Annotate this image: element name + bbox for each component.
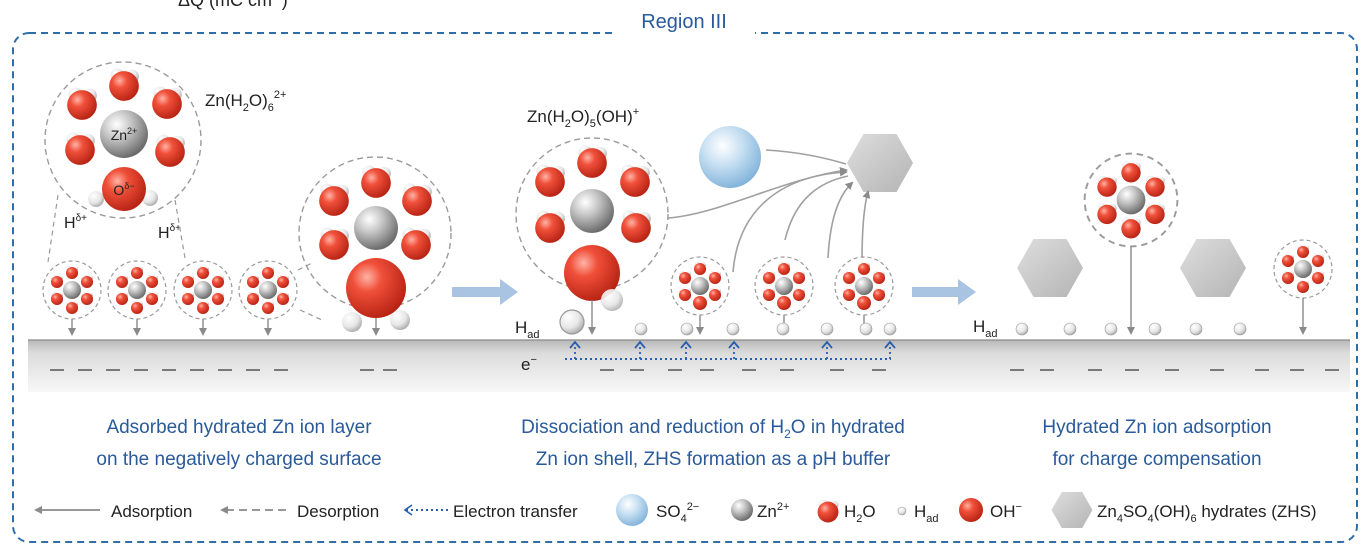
zn-icon [731, 499, 753, 521]
zn-cluster-small [108, 261, 166, 336]
zn-hydrated-zoom: Zn2+ Oδ− [44, 61, 202, 219]
legend-desorption: Desorption [220, 502, 379, 521]
so4-icon [616, 494, 648, 526]
zhs-hexagon-right [1180, 239, 1246, 297]
had-atom [634, 322, 648, 336]
zn-oh-cluster-small [755, 257, 813, 335]
caption-1-line-1: Adsorbed hydrated Zn ion layer [106, 417, 372, 438]
zn-oh-cluster-small [835, 257, 893, 335]
had-icon [897, 506, 907, 516]
legend-electron-transfer-label: Electron transfer [453, 502, 578, 521]
legend-zhs-label: Zn4SO4(OH)6 hydrates (ZHS) [1097, 502, 1317, 525]
legend-oh: OH− [959, 498, 1022, 522]
zhs-icon [1051, 492, 1093, 528]
o-delta-label: Oδ− [113, 181, 134, 198]
electron-arrow [884, 340, 896, 359]
electron-arrow [680, 340, 692, 359]
legend-adsorption-label: Adsorption [111, 502, 192, 521]
had-atom [1063, 322, 1077, 336]
had-atom [726, 322, 740, 336]
region-frame [12, 32, 1358, 543]
caption-2-line-2: Zn ion shell, ZHS formation as a pH buff… [536, 449, 891, 470]
electrode-surface [28, 339, 1350, 392]
electron-arrow [569, 340, 581, 359]
zn-oh-cluster-small [671, 257, 729, 335]
legend-so4-label: SO42− [656, 501, 699, 525]
legend-h2o: H2O [817, 499, 876, 525]
had-label-panel3: Had [973, 317, 998, 340]
had-atom [820, 322, 834, 336]
electron-arrow [821, 340, 833, 359]
legend: Adsorption Desorption Electron transfer … [34, 492, 1317, 528]
legend-had: Had [897, 502, 939, 525]
panel-2-scene: Zn(H2O)5(OH)+ Had e− [515, 106, 913, 374]
so4-ion [699, 126, 761, 188]
h-delta-label-right: Hδ+ [158, 223, 181, 242]
had-atom [1148, 322, 1162, 336]
panel-1-scene: Zn2+ Oδ− Zn(H2O)62+ Hδ+ Hδ+ [43, 61, 452, 336]
transition-arrow-2 [912, 279, 976, 305]
had-atom [859, 322, 873, 336]
legend-zhs: Zn4SO4(OH)6 hydrates (ZHS) [1051, 492, 1317, 528]
zn-h2o5oh-label: Zn(H2O)5(OH)+ [527, 106, 639, 130]
legend-h2o-label: H2O [844, 502, 876, 525]
had-atom [1015, 322, 1029, 336]
caption-1-line-2: on the negatively charged surface [96, 449, 381, 470]
zn-cluster-small [174, 261, 232, 336]
legend-had-label: Had [914, 502, 939, 525]
had-atom [1104, 322, 1118, 336]
caption-panel-2: Dissociation and reduction of H2O in hyd… [521, 417, 905, 470]
zhs-formation-arrows [667, 149, 871, 273]
zn-cluster-small [43, 261, 101, 336]
electron-arrow [728, 340, 740, 359]
zn-cluster-large-panel3 [1085, 154, 1178, 335]
zn-h2o6-label: Zn(H2O)62+ [205, 89, 286, 114]
had-atom [776, 322, 790, 336]
legend-adsorption: Adsorption [34, 502, 192, 521]
legend-electron-transfer: Electron transfer [403, 502, 578, 521]
caption-panel-1: Adsorbed hydrated Zn ion layer on the ne… [96, 417, 381, 470]
transition-arrow-1 [452, 279, 518, 305]
legend-so4: SO42− [616, 494, 699, 526]
zn-h2o5oh-cluster [515, 137, 669, 335]
region-title: Region III [641, 11, 727, 33]
legend-zn: Zn2+ [731, 499, 789, 521]
had-atom [883, 322, 897, 336]
caption-panel-3: Hydrated Zn ion adsorption for charge co… [1042, 417, 1271, 470]
had-label-panel2: Had [515, 318, 540, 341]
water-icon [817, 499, 839, 523]
legend-oh-label: OH− [990, 501, 1022, 521]
cut-off-axis-label: ΔQ (mC cm-2) [178, 0, 288, 10]
zn-cluster-small-panel3 [1274, 240, 1332, 335]
zhs-hexagon-left [1017, 239, 1083, 297]
electron-label: e− [521, 354, 537, 374]
had-atom [1233, 322, 1247, 336]
caption-3-line-2: for charge compensation [1052, 449, 1261, 470]
zn-cluster-small [239, 261, 297, 336]
electron-arrow [634, 340, 646, 359]
caption-3-line-1: Hydrated Zn ion adsorption [1042, 417, 1271, 438]
legend-desorption-label: Desorption [297, 502, 379, 521]
oh-icon [959, 498, 983, 522]
zn-center-label: Zn2+ [111, 126, 138, 143]
legend-zn-label: Zn2+ [757, 501, 789, 521]
panel-3-scene: Had [973, 154, 1332, 340]
zn-cluster-large-adsorbed [298, 156, 452, 336]
caption-2-line-1: Dissociation and reduction of H2O in hyd… [521, 417, 905, 441]
zhs-hexagon-panel2 [847, 134, 913, 192]
h-delta-label-left: Hδ+ [64, 213, 87, 232]
had-atom [680, 322, 694, 336]
had-atom [1189, 322, 1203, 336]
